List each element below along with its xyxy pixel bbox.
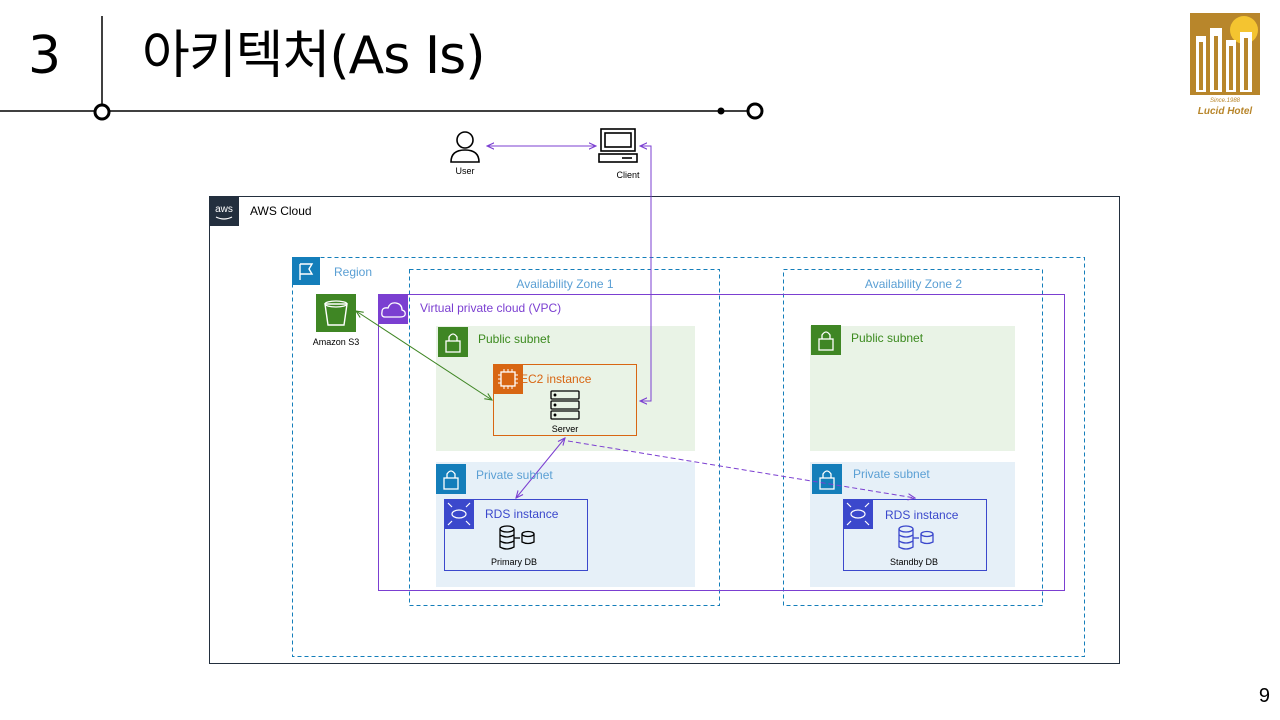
- public-subnet-label: Public subnet: [478, 332, 551, 346]
- database-icon: [898, 525, 934, 550]
- private-subnet-label: Private subnet: [853, 467, 930, 481]
- client-computer-icon: [598, 128, 638, 163]
- aws-cloud-label: AWS Cloud: [250, 204, 312, 218]
- section-number: 3: [28, 26, 62, 86]
- rds-primary-box: [444, 499, 588, 571]
- client-ec2-connector: [640, 146, 652, 401]
- aws-logo-icon: aws: [209, 196, 239, 226]
- logo-since-text: Since.1988: [1209, 98, 1241, 104]
- public-subnet-az2: [810, 326, 1015, 451]
- database-icon: [499, 525, 535, 550]
- public-subnet-lock-icon: [438, 327, 468, 357]
- client-label: Client: [616, 170, 640, 180]
- rds-instance-label: RDS instance: [885, 508, 959, 522]
- region-boundary: [292, 257, 1085, 657]
- svg-text:aws: aws: [215, 204, 233, 215]
- header-rule: [0, 16, 764, 121]
- logo-name-text: Lucid Hotel: [1197, 106, 1253, 117]
- public-subnet-lock-icon: [811, 325, 841, 355]
- primary-db-label: Primary DB: [490, 557, 537, 567]
- az2-label: Availability Zone 2: [864, 277, 963, 291]
- private-subnet-lock-icon: [436, 464, 466, 494]
- az2-boundary: [783, 269, 1043, 606]
- standby-db-label: Standby DB: [889, 557, 939, 567]
- ec2-chip-icon: [493, 364, 523, 394]
- region-flag-icon: [292, 257, 320, 285]
- rds-icon: [843, 499, 873, 529]
- ec2-instance-box: [493, 364, 637, 436]
- s3-ec2-connector: [356, 311, 492, 400]
- public-subnet-label: Public subnet: [851, 331, 924, 345]
- private-subnet-label: Private subnet: [476, 468, 553, 482]
- aws-cloud-boundary: [209, 196, 1120, 664]
- private-subnet-lock-icon: [812, 464, 842, 494]
- page-number: 9: [1258, 685, 1270, 707]
- user-label: User: [455, 166, 475, 176]
- lucid-hotel-logo: [1190, 13, 1260, 95]
- vpc-label: Virtual private cloud (VPC): [420, 301, 562, 315]
- server-label: Server: [551, 424, 579, 434]
- page-title: 아키텍처(As Is): [142, 26, 486, 86]
- az1-boundary: [409, 269, 720, 606]
- s3-bucket-icon: [316, 294, 356, 332]
- region-label: Region: [334, 265, 373, 279]
- ec2-instance-label: EC2 instance: [520, 372, 592, 386]
- rds-instance-label: RDS instance: [485, 507, 559, 521]
- az1-label: Availability Zone 1: [516, 277, 614, 291]
- ec2-primary-db-connector: [516, 438, 565, 498]
- vpc-boundary: [378, 294, 1065, 591]
- private-subnet-az1: [436, 462, 695, 587]
- vpc-cloud-icon: [378, 294, 408, 324]
- user-icon: [450, 131, 480, 163]
- s3-label: Amazon S3: [312, 337, 360, 347]
- rds-icon: [444, 499, 474, 529]
- server-icon: [550, 390, 580, 420]
- ec2-standby-db-replication: [567, 440, 915, 498]
